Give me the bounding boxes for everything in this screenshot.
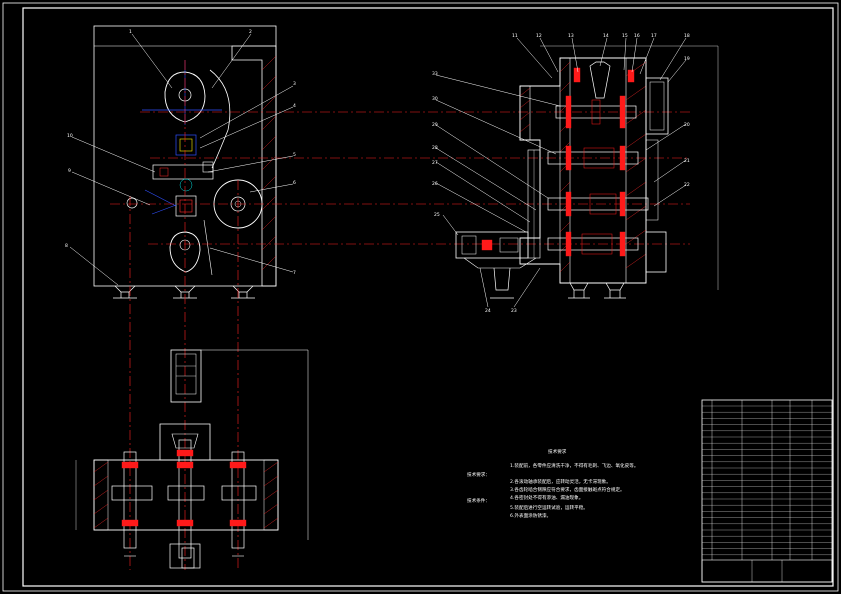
side-part-number: 13: [568, 33, 574, 39]
side-part-number: 25: [434, 212, 440, 218]
front-view: 1 2 3 4 5 6 7 10 9 8: [65, 25, 690, 570]
tech-req-label: 技术要求：: [467, 471, 490, 478]
side-part-number: 18: [684, 33, 690, 39]
side-part-number: 21: [684, 158, 690, 164]
front-part-number: 10: [67, 133, 73, 139]
side-part-number: 27: [432, 160, 438, 166]
side-part-number: 11: [512, 33, 518, 39]
tech-req-item: 5.装配后进行空运转试验，运转平稳。: [510, 504, 588, 511]
front-part-number: 9: [68, 168, 71, 174]
side-part-number: 15: [622, 33, 628, 39]
side-part-number: 28: [432, 145, 438, 151]
tech-req-label: 技术条件：: [467, 497, 490, 504]
tech-req-item: 2.各滚动轴承装配后，应转动灵活，无卡滞现象。: [510, 478, 611, 485]
side-part-number: 20: [684, 122, 690, 128]
side-part-number: 30: [432, 96, 438, 102]
front-part-number: 4: [293, 103, 296, 109]
side-part-number: 22: [684, 182, 690, 188]
side-part-number: 26: [432, 181, 438, 187]
tech-req-item: 1.装配前，各零件应清洗干净，不得有毛刺、飞边、氧化皮等。: [510, 462, 638, 469]
front-part-number: 6: [293, 180, 296, 186]
front-part-number: 8: [65, 243, 68, 249]
front-part-number: 3: [293, 81, 296, 87]
side-part-number: 24: [485, 308, 491, 314]
side-part-number: 12: [536, 33, 542, 39]
tech-req-title: 技术要求: [548, 448, 567, 455]
side-part-number: 23: [511, 308, 517, 314]
side-part-number: 29: [432, 122, 438, 128]
side-part-number: 17: [651, 33, 657, 39]
inner-frame: [22, 7, 834, 587]
tech-req-item: 4.各密封处不得有渗油、漏油现象。: [510, 494, 583, 501]
side-part-number: 16: [634, 33, 640, 39]
side-view: 11 12 13 14 15 16 17 18 19 20 21 22 33 3…: [432, 33, 719, 314]
tech-req-item: 6.外表面涂防锈漆。: [510, 512, 551, 519]
side-part-number: 14: [603, 33, 609, 39]
tech-req-item: 3.各齿轮啮合侧隙应符合要求，齿面接触斑点符合规定。: [510, 486, 625, 493]
plan-view: [75, 349, 309, 569]
front-part-number: 1: [129, 29, 132, 35]
technical-requirements: 技术要求 技术要求： 技术条件： 1.装配前，各零件应清洗干净，不得有毛刺、飞边…: [467, 448, 638, 519]
side-part-number: 33: [432, 71, 438, 77]
title-block: [701, 399, 833, 583]
front-part-number: 5: [293, 152, 296, 158]
side-part-number: 19: [684, 56, 690, 62]
front-part-number: 2: [249, 29, 252, 35]
front-part-number: 7: [293, 270, 296, 276]
